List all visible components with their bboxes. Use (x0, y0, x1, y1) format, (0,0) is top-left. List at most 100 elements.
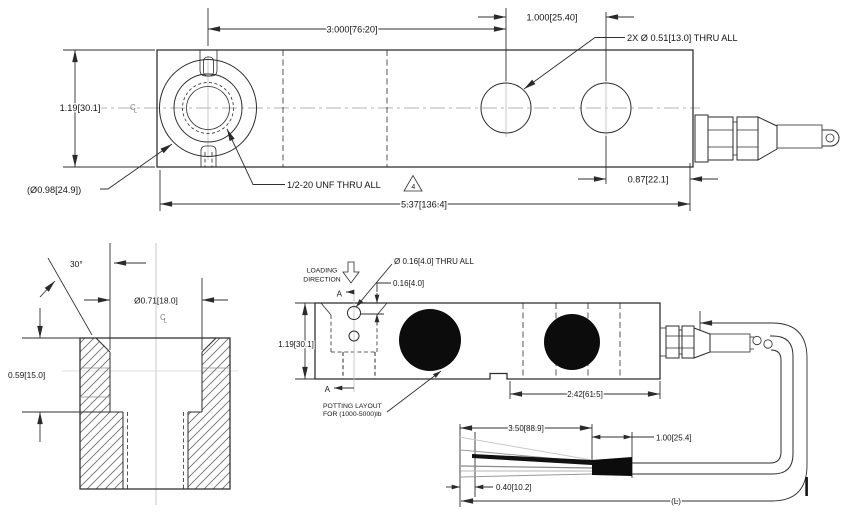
dim-end-offset-label: 0.87[22.1] (628, 175, 669, 185)
dim-strip-length-label: 3.50[88.9] (508, 424, 544, 433)
cable-gland-side (659, 325, 773, 359)
dim-hole-pitch-label: 1.000[25.40] (526, 13, 577, 23)
centerline-l: L (164, 318, 168, 325)
dim-hole-offset: 0.16[4.0] (360, 279, 424, 325)
potting-label-1: POTTING LAYOUT (323, 403, 382, 410)
centerline-c: C (130, 103, 136, 112)
dim-cable-length-label: (L) (671, 497, 681, 506)
section-label-bottom: A (325, 385, 331, 394)
leader-line (523, 37, 625, 90)
loading-label-1: LOADING (307, 268, 338, 275)
counterbore-section-view: 30° Ø0.71[18.0] C L 0.59[15.0] (8, 243, 238, 505)
dim-end-offset: 0.87[22.1] (578, 136, 718, 185)
cable-detail-view: 3.50[88.9] 1.00[25.4] 0.40[10.2] (L) (446, 311, 808, 507)
dim-strip-length: 3.50[88.9] (460, 423, 592, 434)
potting-circle-1 (399, 309, 461, 371)
thread-minor-circle (186, 86, 230, 130)
dim-flat-to-end-label: 2.42[61.5] (567, 390, 603, 399)
section-marker-top: A (337, 290, 355, 299)
leader-line (386, 370, 442, 413)
gland-taper-side (693, 327, 711, 359)
strain-relief-top (776, 124, 823, 149)
thread-hidden-lines (342, 352, 376, 379)
wire-3-black (472, 454, 592, 465)
flag-triangle (403, 174, 423, 192)
counterbore-circle (173, 73, 243, 143)
cable-inner-edge (632, 349, 782, 464)
small-thru-hole-1 (347, 306, 361, 320)
cable-gland-top (694, 114, 840, 163)
top-keyway-slot (199, 50, 218, 77)
potting-circle-2 (544, 314, 600, 370)
strain-relief-side (709, 333, 751, 353)
dim-bore-depth-label: 0.59[15.0] (8, 370, 45, 380)
dim-height-label: 1.19[30.1] (60, 103, 101, 113)
dim-total-length: 5.37[136.4] (159, 163, 691, 211)
stripped-wires (458, 436, 593, 478)
potting-label-2: FOR (1000-5000)lb (323, 411, 382, 418)
gland-flange (694, 114, 709, 163)
top-view: 1.19[30.1] C L 3.000[76.20] 1.000[25.40]… (27, 8, 840, 211)
note-small-holes: Ø 0.16[4.0] THRU ALL (355, 257, 474, 308)
section-marker-bottom: A (325, 385, 354, 394)
dim-hole-offset-label: 0.16[4.0] (393, 279, 424, 288)
cable-break-hook-2 (763, 339, 773, 349)
dim-jacket-strip: 0.40[10.2] (446, 483, 532, 492)
hatched-wall-left (80, 338, 123, 489)
leader-line (100, 143, 173, 190)
dim-bore-dia-label: Ø0.71[18.0] (134, 296, 178, 306)
gland-nut-1 (707, 116, 734, 161)
angle-arrow-2 (39, 280, 56, 298)
gland-facet-lines-side (666, 335, 694, 349)
dim-height: 1.19[30.1] (58, 49, 155, 168)
dim-sleeve-length: 1.00[25.4] (591, 434, 692, 443)
wall-detail-lines (80, 367, 230, 398)
thread-major-circle (182, 82, 234, 134)
gland-nut2-side (681, 325, 695, 359)
hatched-wall-right (188, 338, 230, 489)
top-keyway-inner (203, 56, 214, 77)
wire-6 (460, 473, 593, 478)
cable-loop (632, 335, 794, 475)
dim-sleeve-label: 1.00[25.4] (656, 434, 692, 443)
loading-label-2: DIRECTION (303, 277, 340, 284)
small-thru-hole-2 (348, 330, 360, 342)
gland-nut1-side (665, 325, 680, 359)
dim-thick-tick (805, 477, 808, 496)
cable-break-hook-1 (752, 335, 762, 346)
gland-nut-2 (736, 116, 759, 161)
boss-outer-circle (159, 59, 257, 157)
bottom-keyway-slot (200, 145, 217, 167)
gland-spacer (732, 121, 738, 156)
pocket-chamfer-lines (320, 302, 388, 316)
chamfer-angle-reference-line (47, 257, 93, 336)
cable-stub-top (822, 129, 840, 147)
beam-body-outline (156, 49, 694, 168)
note-thread: 1/2-20 UNF THRU ALL 4 (226, 128, 423, 192)
cable-stub-side (750, 336, 754, 350)
leader-line (226, 128, 285, 185)
dim-flat-to-end: 2.42[61.5] (509, 381, 661, 400)
dim-jacket-label: 0.40[10.2] (496, 483, 532, 492)
mounting-hole-2 (580, 82, 632, 134)
note-thru-holes: 2X Ø 0.51[13.0] THRU ALL (523, 33, 738, 90)
centerline-icon: C L (130, 103, 138, 115)
cable-sleeve (592, 457, 632, 476)
mounting-hole-1 (480, 82, 532, 134)
note-thru-holes-label: 2X Ø 0.51[13.0] THRU ALL (627, 33, 738, 43)
dim-side-height: 1.19[30.1] (277, 302, 317, 380)
gland-taper (757, 116, 778, 161)
counterbore-profile-lines (95, 337, 217, 489)
dim-total-length-label: 5.37[136.4] (401, 200, 447, 210)
note-thread-label: 1/2-20 UNF THRU ALL (287, 180, 381, 190)
gland-flange-side (659, 327, 667, 357)
section-body-outline (79, 337, 231, 490)
side-view: LOADING DIRECTION A A Ø 0.16[4.0] THRU A… (277, 257, 794, 475)
centerline-c: C (160, 313, 166, 322)
cable-outer-edge (632, 335, 794, 475)
down-arrow-icon (342, 261, 360, 284)
dim-boss-to-hole-label: 3.000[76.20] (326, 25, 377, 35)
section-label-top: A (337, 290, 343, 299)
